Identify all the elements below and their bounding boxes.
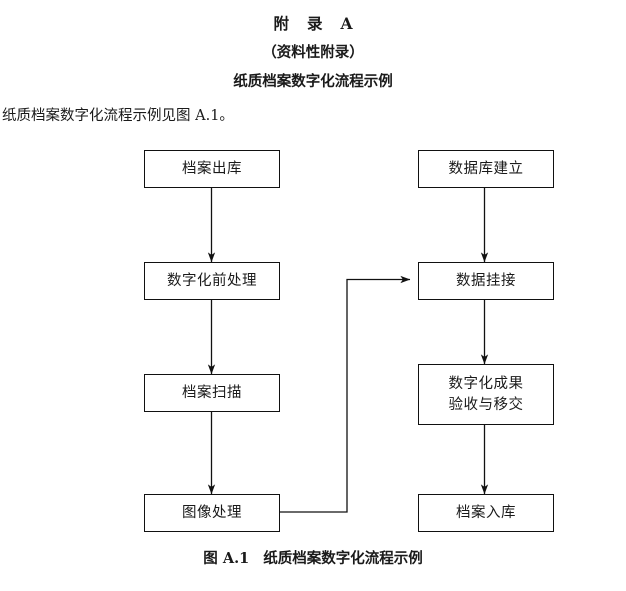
flow-node-tuxiang-chuli[interactable]: 图像处理	[144, 494, 280, 532]
flow-node-shujuku-jianli[interactable]: 数据库建立	[418, 150, 554, 188]
figure-caption-text: 纸质档案数字化流程示例	[263, 550, 423, 567]
flow-node-label: 数字化前处理	[167, 272, 257, 289]
flow-node-label: 数据挂接	[456, 272, 516, 289]
appendix-label-lu: 录	[306, 14, 329, 33]
flow-node-label: 图像处理	[182, 504, 242, 521]
edge-tuxiang-to-guajie	[279, 275, 411, 513]
flow-node-label: 档案出库	[182, 160, 242, 177]
flow-node-label-line2: 验收与移交	[448, 396, 524, 413]
appendix-subtitle: （资料性附录）	[262, 44, 364, 61]
appendix-name: 纸质档案数字化流程示例	[233, 73, 393, 90]
flow-node-dangan-saomiao[interactable]: 档案扫描	[144, 374, 280, 412]
appendix-letter: A	[340, 14, 359, 33]
flow-node-shuzihua-chengguo-yanshou[interactable]: 数字化成果 验收与移交	[418, 364, 554, 425]
appendix-label-fu: 附	[273, 14, 295, 33]
figure-caption: 图 A.1 纸质档案数字化流程示例	[0, 548, 626, 570]
intro-paragraph: 纸质档案数字化流程示例见图 A.1。	[2, 108, 234, 124]
flow-node-dangan-chuku[interactable]: 档案出库	[144, 150, 280, 188]
flow-node-shuju-guajie[interactable]: 数据挂接	[418, 262, 554, 300]
flow-node-shuzihua-qianchuli[interactable]: 数字化前处理	[144, 262, 280, 300]
flow-node-label: 档案入库	[456, 504, 516, 521]
flow-node-label-line1: 数字化成果	[448, 375, 524, 392]
flow-node-label: 档案扫描	[182, 384, 242, 401]
flow-node-dangan-ruku[interactable]: 档案入库	[418, 494, 554, 532]
figure-caption-label: 图 A.1	[203, 550, 250, 567]
flow-node-label: 数据库建立	[448, 160, 524, 177]
